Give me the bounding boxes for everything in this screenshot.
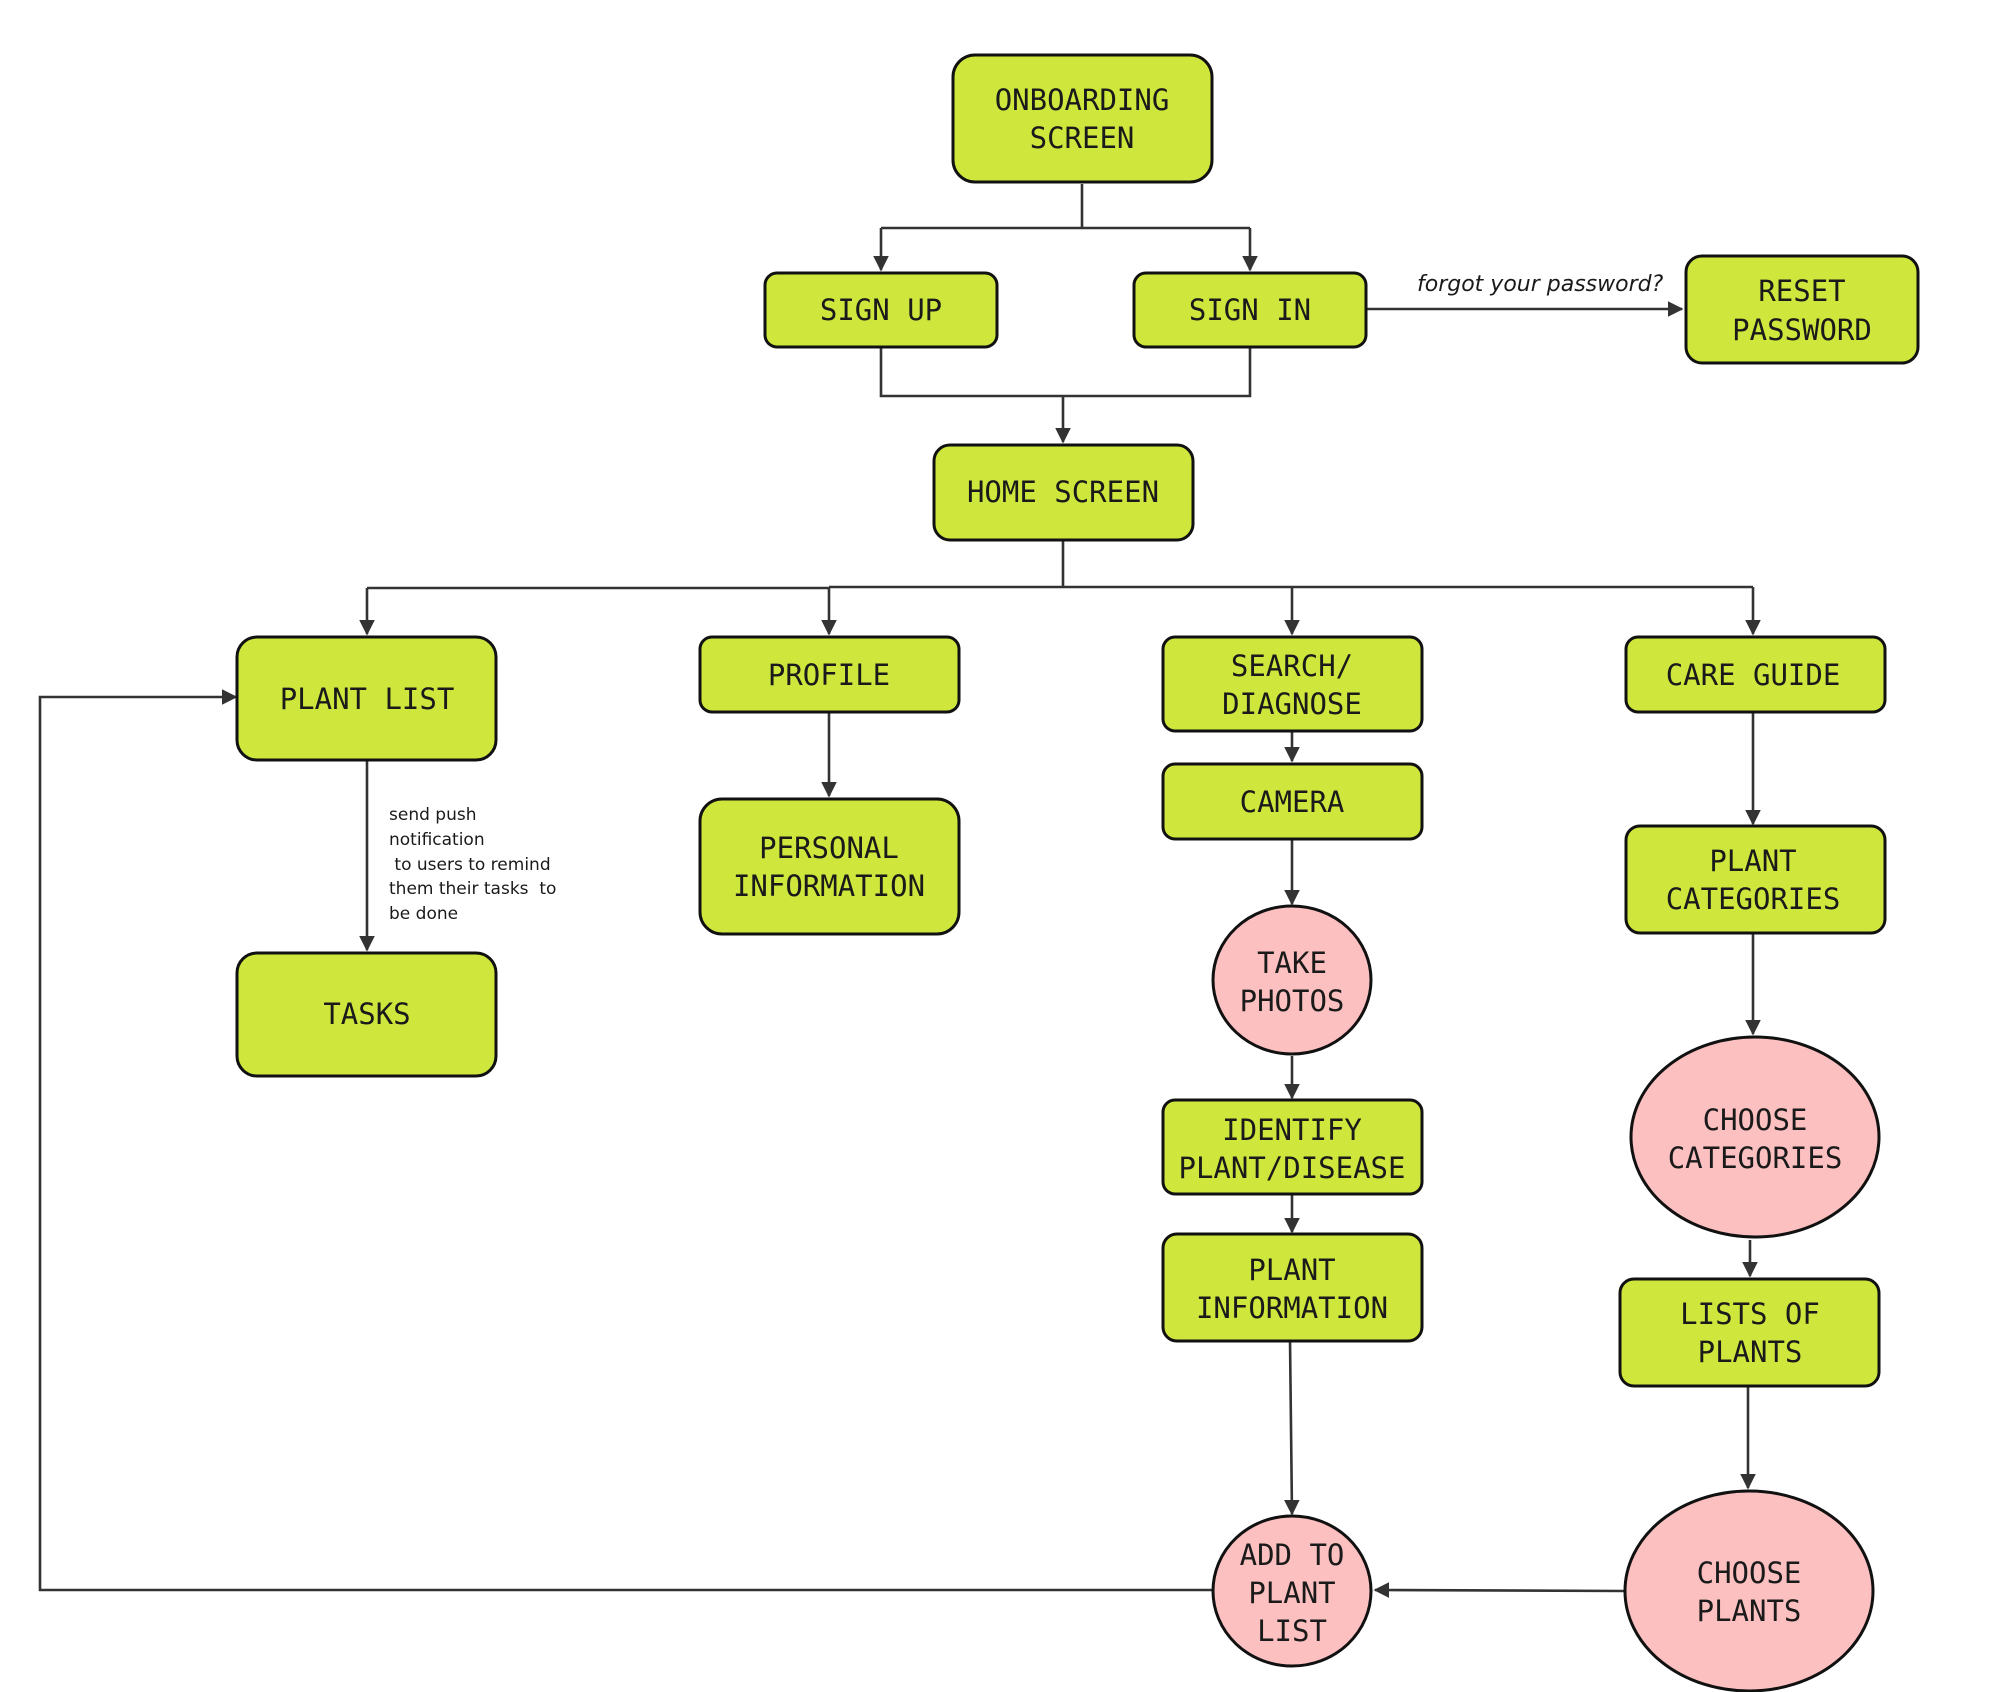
node-label: PHOTOS: [1240, 984, 1345, 1018]
node-choose-categories: CHOOSE CATEGORIES: [1629, 1035, 1881, 1239]
node-label: CAMERA: [1240, 785, 1345, 819]
edge-auth-merge: [879, 346, 1252, 398]
edge-to-add-to-plant-list: [1284, 1339, 1300, 1516]
node-label: PASSWORD: [1732, 313, 1872, 347]
edge-choose-to-add: [1373, 1582, 1625, 1598]
node-personal-information: PERSONAL INFORMATION: [698, 797, 961, 936]
note-line: be done: [389, 904, 458, 924]
node-label: PLANT/DISEASE: [1179, 1151, 1406, 1185]
node-label: PLANT: [1248, 1576, 1335, 1610]
node-choose-plants: CHOOSE PLANTS: [1623, 1489, 1875, 1692]
node-label: CATEGORIES: [1666, 882, 1841, 916]
node-label: ADD TO: [1240, 1538, 1345, 1572]
node-label: TAKE: [1257, 946, 1327, 980]
push-notification-note: send push notification to users to remin…: [389, 805, 556, 924]
node-label: PROFILE: [768, 658, 890, 692]
note-line: them their tasks to: [389, 879, 556, 899]
node-profile: PROFILE: [698, 635, 961, 714]
node-label: CARE GUIDE: [1666, 658, 1841, 692]
node-label: PLANT: [1709, 844, 1796, 878]
node-label: SIGN IN: [1189, 293, 1311, 327]
node-tasks: TASKS: [235, 951, 498, 1078]
note-line: send push: [389, 805, 476, 825]
node-search-diagnose: SEARCH/ DIAGNOSE: [1161, 635, 1424, 733]
node-label: CHOOSE: [1697, 1556, 1802, 1590]
node-label: CHOOSE: [1703, 1103, 1808, 1137]
node-label: PLANTS: [1698, 1335, 1803, 1369]
node-onboarding-screen: ONBOARDING SCREEN: [951, 53, 1214, 184]
node-label: RESET: [1758, 274, 1845, 308]
node-label: SIGN UP: [820, 293, 942, 327]
node-label: CATEGORIES: [1668, 1141, 1843, 1175]
node-lists-of-plants: LISTS OF PLANTS: [1618, 1277, 1881, 1388]
node-label: PLANT: [1248, 1253, 1335, 1287]
node-home-screen: HOME SCREEN: [932, 443, 1195, 542]
node-label: INFORMATION: [1196, 1291, 1388, 1325]
node-care-guide: CARE GUIDE: [1624, 635, 1887, 714]
forgot-password-label: forgot your password?: [1417, 272, 1664, 297]
node-sign-in: SIGN IN: [1132, 271, 1368, 349]
note-line: notification: [389, 830, 485, 850]
node-label: IDENTIFY: [1222, 1113, 1362, 1147]
node-sign-up: SIGN UP: [763, 271, 999, 349]
node-label: PERSONAL: [759, 831, 899, 865]
node-label: ONBOARDING: [995, 83, 1170, 117]
node-plant-information: PLANT INFORMATION: [1161, 1232, 1424, 1343]
connectors: [38, 184, 1761, 1598]
edge-loop-to-plant-list: [38, 689, 1212, 1592]
node-add-to-plant-list: ADD TO PLANT LIST: [1211, 1514, 1373, 1668]
node-label: PLANTS: [1697, 1594, 1802, 1628]
node-camera: CAMERA: [1161, 762, 1424, 841]
node-label: LISTS OF: [1680, 1297, 1820, 1331]
node-label: DIAGNOSE: [1222, 687, 1362, 721]
node-identify-plant-disease: IDENTIFY PLANT/DISEASE: [1161, 1098, 1424, 1196]
node-label: PLANT LIST: [280, 682, 455, 716]
edge-home-split: [367, 540, 1753, 590]
node-label: SCREEN: [1030, 121, 1135, 155]
node-label: LIST: [1257, 1614, 1327, 1648]
node-label: TASKS: [323, 997, 410, 1031]
note-line: to users to remind: [389, 855, 551, 875]
edge-onboarding-split: [881, 184, 1250, 230]
node-take-photos: TAKE PHOTOS: [1211, 904, 1373, 1056]
node-plant-categories: PLANT CATEGORIES: [1624, 824, 1887, 935]
node-plant-list: PLANT LIST: [235, 635, 498, 762]
node-reset-password: RESET PASSWORD: [1684, 254, 1920, 365]
node-label: HOME SCREEN: [967, 475, 1159, 509]
node-label: INFORMATION: [733, 869, 925, 903]
node-label: SEARCH/: [1231, 649, 1353, 683]
